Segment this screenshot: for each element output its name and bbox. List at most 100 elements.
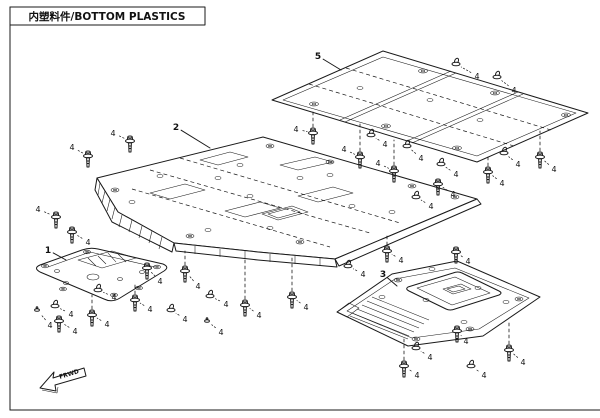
fastener-callout-4: 4 — [256, 311, 261, 320]
title-block: 内塑料件/BOTTOM PLASTICS — [9, 6, 206, 26]
part-callout-5: 5 — [315, 52, 342, 71]
fastener-callout-4: 4 — [147, 305, 152, 314]
fastener-screw: 4 — [433, 178, 456, 199]
fastener-callout-4: 4 — [418, 154, 423, 163]
fastener-screw: 4 — [87, 294, 110, 329]
fastener-clip: 4 — [451, 57, 480, 81]
fastener-callout-4: 4 — [481, 371, 486, 380]
fastener-callout-4: 4 — [463, 337, 468, 346]
fastener-clip: 4 — [50, 299, 74, 319]
fastener-callout-4: 4 — [474, 72, 479, 81]
fastener-screw: 4 — [180, 250, 201, 291]
fastener-callout-4: 4 — [515, 160, 520, 169]
fastener-screw: 4 — [451, 246, 471, 266]
fastener-callout-4: 4 — [157, 277, 162, 286]
part-callout-3: 3 — [380, 270, 398, 287]
fastener-callout-4: 4 — [520, 358, 525, 367]
fastener-callout-4: 4 — [450, 190, 455, 199]
fastener-clip: 4 — [411, 190, 434, 211]
part-number-label: 5 — [315, 52, 321, 62]
part-2-bottom-edge — [173, 242, 338, 268]
fastener-callout-4: 4 — [551, 165, 556, 174]
fastener-callout-4: 4 — [453, 170, 458, 179]
part-2-panel — [94, 136, 482, 268]
part-3-holes — [378, 267, 510, 324]
part-3-center-box — [406, 271, 502, 311]
fastener-screw: 4 — [483, 155, 505, 188]
fastener-screw: 4 — [341, 123, 365, 169]
fastener-screw: 4 — [110, 129, 135, 153]
fastener-screw: 4 — [452, 325, 469, 346]
part-2-right-edge — [334, 198, 482, 267]
fastener-callout-4: 4 — [511, 86, 516, 95]
part-2-holes — [128, 163, 396, 232]
fastener-clip: 4 — [411, 341, 433, 362]
fastener-screw: 4 — [535, 130, 557, 174]
fastener-callout-4: 4 — [341, 145, 346, 154]
fastener-callout-4: 4 — [427, 353, 432, 362]
frwd-direction-arrow: FRWD — [39, 367, 87, 394]
fastener-callout-4: 4 — [111, 293, 116, 302]
fastener-clip: 4 — [402, 139, 424, 163]
fastener-clip: 4 — [436, 157, 459, 179]
page-title: 内塑料件/BOTTOM PLASTICS — [29, 10, 186, 23]
fastener-callout-4: 4 — [69, 143, 74, 152]
fastener-clip: 4 — [366, 128, 388, 149]
part-5-panel — [271, 50, 589, 163]
fastener-callout-4: 4 — [72, 327, 77, 336]
fastener-callout-4: 4 — [104, 320, 109, 329]
fastener-callout-4: 4 — [499, 179, 504, 188]
part-2-side-skirt — [94, 177, 175, 253]
fastener-screw: 4 — [54, 315, 78, 336]
fastener-callout-4: 4 — [293, 125, 298, 134]
fastener-rivet: 4 — [204, 317, 224, 337]
fastener-callout-4: 4 — [360, 270, 365, 279]
page-border — [9, 6, 600, 411]
fastener-callout-4: 4 — [465, 257, 470, 266]
fastener-callout-4: 4 — [398, 256, 403, 265]
part-5-screw-bosses — [309, 68, 571, 151]
fastener-screw: 4 — [67, 226, 91, 247]
fastener-screw: 4 — [504, 319, 526, 367]
fastener-callout-4: 4 — [195, 282, 200, 291]
fasteners-layer: 4 4 4 4 4 4 4 4 4 4 4 4 4 4 4 4 4 4 4 4 4 4 4 4 4 4 4 4 4 4 4 4 4 4 4 4 4 4 — [34, 57, 557, 380]
fastener-screw: 4 — [382, 232, 404, 265]
part-callout-2: 2 — [173, 123, 211, 149]
fastener-screw: 4 — [130, 283, 153, 314]
fastener-callout-4: 4 — [382, 140, 387, 149]
fastener-callout-4: 4 — [47, 321, 52, 330]
fastener-callout-4: 4 — [375, 159, 380, 168]
fastener-callout-4: 4 — [182, 315, 187, 324]
fastener-clip: 4 — [343, 259, 366, 279]
part-number-label: 3 — [380, 270, 386, 280]
fastener-callout-4: 4 — [223, 300, 228, 309]
part-2-screw-bosses — [110, 143, 460, 245]
part-1-screw-bosses — [41, 249, 161, 298]
fastener-clip: 4 — [499, 146, 521, 169]
fastener-screw: 4 — [240, 258, 262, 320]
fastener-clip: 4 — [466, 359, 487, 380]
fastener-screw: 4 — [399, 335, 420, 380]
fastener-screw: 4 — [69, 143, 93, 168]
part-1-holes — [54, 269, 145, 285]
part-number-label: 2 — [173, 123, 179, 133]
fastener-callout-4: 4 — [110, 129, 115, 138]
fastener-screw: 4 — [35, 205, 61, 229]
part-3-screw-bosses — [393, 277, 524, 342]
fastener-callout-4: 4 — [35, 205, 40, 214]
fastener-callout-4: 4 — [428, 202, 433, 211]
part-3-ribbed-flap — [349, 296, 430, 340]
part-3-panel — [336, 260, 541, 347]
fastener-callout-4: 4 — [85, 238, 90, 247]
fastener-clip: 4 — [166, 303, 188, 324]
fastener-callout-4: 4 — [218, 328, 223, 337]
fastener-screw: 4 — [287, 256, 309, 312]
fastener-callout-4: 4 — [68, 310, 73, 319]
part-1-panel — [36, 247, 168, 302]
fastener-clip: 4 — [492, 70, 517, 95]
fastener-screw: 4 — [293, 108, 318, 145]
fastener-clip: 4 — [205, 289, 229, 309]
part-number-label: 1 — [45, 246, 51, 256]
